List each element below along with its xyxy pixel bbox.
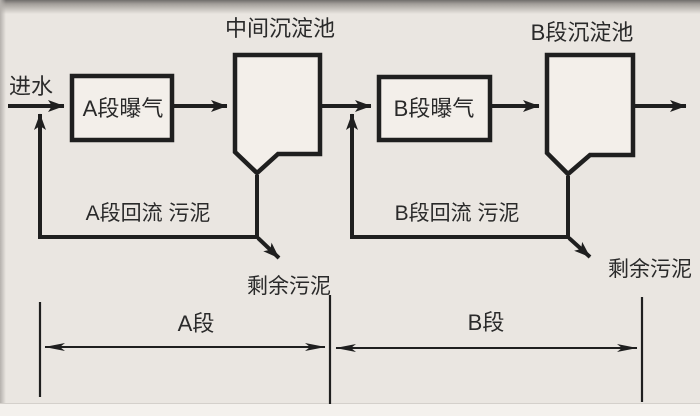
a-excess-sludge-label: 剩余污泥 [247,275,331,298]
a-aeration-label: A段曝气 [83,96,164,121]
b-clarifier-label: B段沉淀池 [531,20,634,45]
stage-b-label: B段 [468,310,505,335]
b-return-sludge-line [346,113,570,239]
intermediate-clarifier-label: 中间沉淀池 [225,16,335,41]
intermediate-clarifier-shape [232,52,323,177]
b-excess-sludge-arrow [567,236,592,259]
b-excess-sludge-label: 剩余污泥 [608,258,692,281]
photo-edge-bottom [0,403,700,416]
photo-edge-top [0,0,700,14]
b-return-sludge-label: B段回流 污泥 [395,202,520,225]
a-aeration-box [69,73,175,143]
b-aeration-box [376,74,493,143]
b-aeration-label: B段曝气 [394,96,475,121]
a-excess-sludge-arrow [256,236,281,260]
a-return-sludge-label: A段回流 污泥 [86,202,211,225]
influent-label: 进水 [9,74,53,99]
stage-a-label: A段 [178,311,215,336]
b-clarifier-shape [544,52,636,178]
a-return-sludge-line [34,113,259,239]
photo-edge-left [0,0,6,416]
